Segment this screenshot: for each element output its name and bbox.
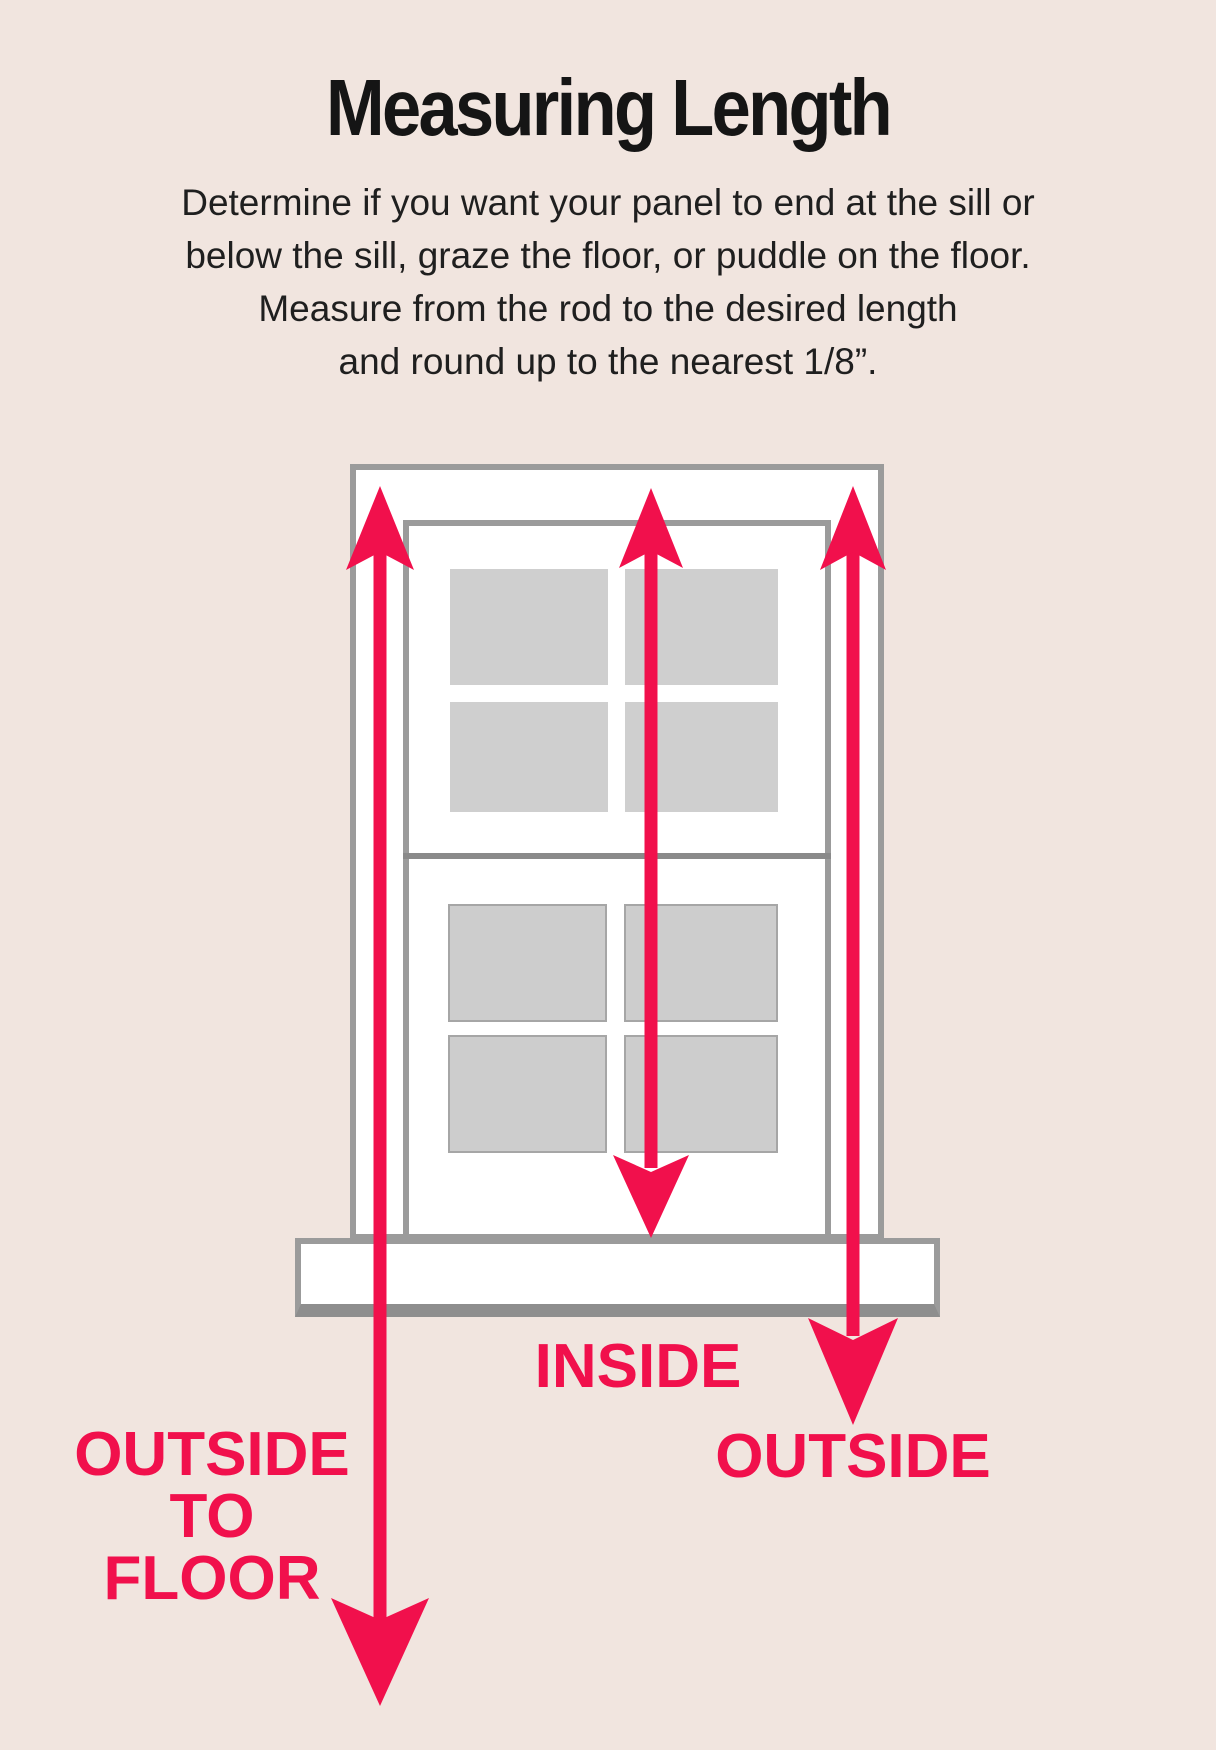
instructions-text: Determine if you want your panel to end … (181, 182, 1035, 382)
window-pane (450, 702, 608, 812)
page-title: Measuring Length (326, 63, 893, 152)
outside-arrow (808, 486, 898, 1425)
arrowhead-down-icon (613, 1155, 689, 1238)
arrowhead-down-icon (331, 1598, 429, 1706)
window-pane (448, 904, 607, 1022)
outside-label: OUTSIDE (715, 1422, 991, 1491)
outside-to-floor-arrow (331, 486, 429, 1706)
arrowhead-down-icon (808, 1318, 898, 1425)
outside-to-floor-label: OUTSIDE TO FLOOR (74, 1420, 350, 1613)
window-pane (448, 1035, 607, 1153)
window-meeting-rail (403, 853, 831, 859)
inside-arrow (613, 488, 689, 1238)
arrowhead-up-icon (820, 486, 886, 570)
window-pane (450, 569, 608, 685)
window-sill (295, 1238, 940, 1317)
arrowhead-up-icon (346, 486, 414, 570)
inside-label: INSIDE (534, 1332, 742, 1401)
arrowhead-up-icon (619, 488, 683, 568)
